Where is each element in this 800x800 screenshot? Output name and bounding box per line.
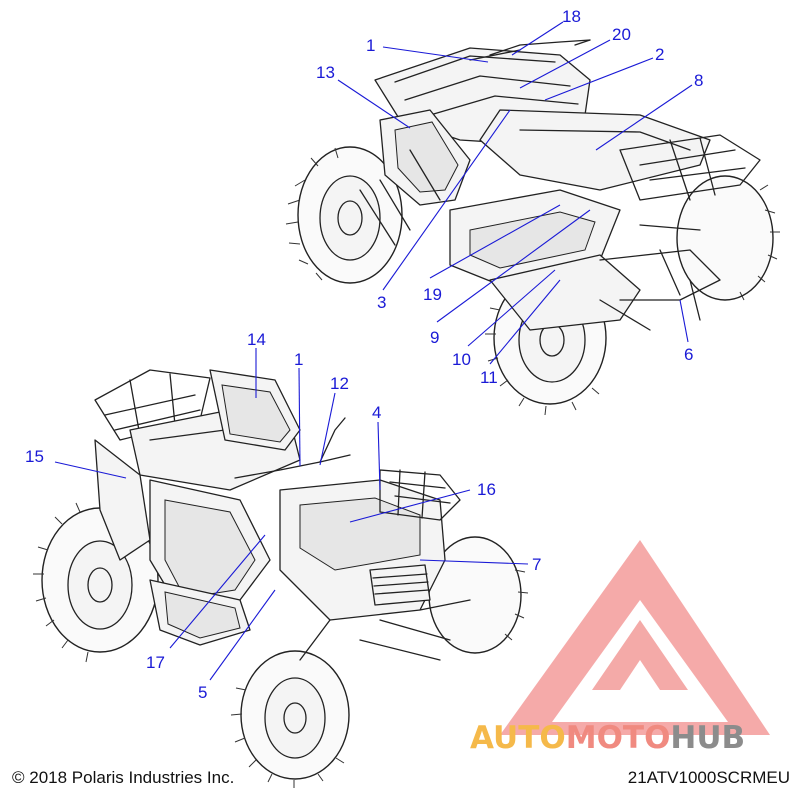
callout-3: 3 <box>377 293 386 312</box>
callout-2-upper: 2 <box>655 45 664 64</box>
callout-4: 4 <box>372 403 381 422</box>
watermark-logo <box>500 540 770 735</box>
watermark-text: AUTOMOTOHUB <box>470 720 745 756</box>
leader-lines <box>54 21 693 681</box>
callout-12: 12 <box>330 374 349 393</box>
watermark-part-hub: HUB <box>670 720 745 756</box>
callout-5: 5 <box>198 683 207 702</box>
callout-17: 17 <box>146 653 165 672</box>
tire-front-left-lower <box>230 650 350 788</box>
copyright-notice: © 2018 Polaris Industries Inc. <box>12 768 235 787</box>
callout-8: 8 <box>694 71 703 90</box>
callout-1-upper: 1 <box>366 36 375 55</box>
callout-13: 13 <box>316 63 335 82</box>
watermark-part-moto: MOTO <box>566 720 671 756</box>
callout-14: 14 <box>247 330 266 349</box>
tire-rear-left <box>285 146 403 284</box>
callout-6: 6 <box>684 345 693 364</box>
model-code: 21ATV1000SCRMEU <box>627 768 790 787</box>
callout-18: 18 <box>562 7 581 26</box>
callout-9: 9 <box>430 328 439 347</box>
atv-front-view <box>33 369 529 788</box>
callout-10: 10 <box>452 350 471 369</box>
callout-11: 11 <box>480 368 498 387</box>
callout-7: 7 <box>532 555 541 574</box>
atv-rear-view <box>285 39 780 416</box>
callout-1-lower: 1 <box>294 350 303 369</box>
callout-20: 20 <box>612 25 631 44</box>
svg-text:AUTOMOTOHUB: AUTOMOTOHUB <box>470 720 745 756</box>
tire-front-right <box>676 175 780 301</box>
callout-15: 15 <box>25 447 44 466</box>
callout-16: 16 <box>477 480 496 499</box>
callout-labels: 1 18 20 2 13 8 3 19 9 10 11 6 14 1 12 4 … <box>25 7 703 702</box>
callout-19: 19 <box>423 285 442 304</box>
watermark-part-auto: AUTO <box>470 720 566 756</box>
